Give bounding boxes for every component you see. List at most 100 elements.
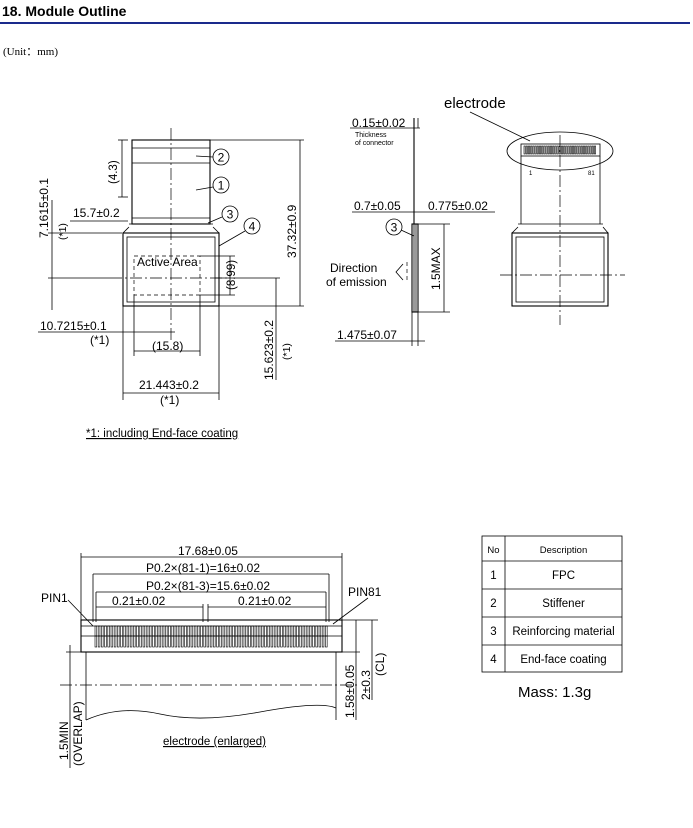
connector-pin	[315, 635, 318, 648]
connector-pin	[254, 625, 258, 637]
table-row-desc: End-face coating	[520, 654, 606, 666]
connector-pin	[152, 625, 155, 637]
connector-pin	[117, 625, 120, 637]
electrode-view: 17.68±0.05 P0.2×(81-1)=16±0.02 P0.2×(81-…	[41, 544, 387, 768]
connector-pin	[206, 625, 210, 637]
connector-pin	[556, 145, 559, 155]
connector-pin	[171, 635, 174, 648]
connector-pin	[583, 145, 585, 155]
connector-pin	[152, 635, 155, 648]
connector-pin	[97, 625, 101, 637]
connector-pin	[241, 635, 245, 648]
overlap-label: (OVERLAP)	[71, 701, 85, 766]
direction-label-1: Direction	[330, 261, 377, 275]
connector-pin	[222, 625, 226, 637]
connector-pin	[203, 625, 206, 637]
connector-pin	[142, 635, 146, 648]
connector-pin	[235, 625, 238, 637]
dim-0-7: 0.7±0.05	[354, 199, 401, 213]
connector-pin	[168, 625, 171, 637]
connector-pin	[534, 145, 537, 155]
thickness-label-1: Thickness	[355, 132, 387, 139]
connector-pin	[232, 635, 235, 648]
back-pin-81: 81	[588, 171, 595, 177]
connector-pin	[219, 635, 222, 648]
connector-pin	[554, 145, 557, 155]
connector-pin	[591, 145, 594, 155]
dim-15-623-note: (*1)	[281, 343, 293, 360]
dim-4-3: (4.3)	[108, 160, 120, 184]
connector-pin	[225, 635, 229, 648]
connector-pin	[569, 145, 572, 155]
mass-label: Mass: 1.3g	[518, 684, 591, 701]
table-row-desc: Stiffener	[542, 598, 585, 610]
connector-pin	[280, 625, 283, 637]
connector-pin	[200, 625, 203, 637]
connector-pin	[289, 635, 293, 648]
connector-pin	[229, 635, 232, 648]
connector-pin	[104, 625, 107, 637]
dim-1-58: 1.58±0.05	[343, 664, 357, 718]
dim-10-7215: 10.7215±0.1	[40, 319, 107, 333]
connector-pin	[273, 635, 277, 648]
connector-pin	[113, 635, 117, 648]
dim-7-1615: 7.1615±0.1	[37, 178, 51, 238]
table-row-no: 4	[490, 654, 497, 666]
connector-pin	[270, 625, 274, 637]
connector-pin	[209, 635, 213, 648]
connector-pin	[594, 145, 596, 155]
connector-pin	[110, 635, 114, 648]
dim-8-99: (8.99)	[226, 260, 238, 290]
connector-pin	[181, 635, 184, 648]
connector-pin	[107, 635, 110, 648]
connector-pin	[126, 635, 130, 648]
connector-pin	[155, 625, 158, 637]
connector-pin	[251, 635, 254, 648]
connector-pin	[177, 625, 181, 637]
connector-pin	[216, 635, 219, 648]
connector-pin	[133, 625, 136, 637]
dim-1-5max: 1.5MAX	[429, 247, 443, 290]
connector-pin	[245, 635, 248, 648]
connector-pin	[305, 635, 309, 648]
dim-0-15: 0.15±0.02	[352, 116, 406, 130]
callout-3-label: 3	[227, 208, 234, 222]
dim-1-5min: 1.5MIN	[57, 721, 71, 760]
connector-pin	[94, 635, 98, 648]
connector-pin	[277, 635, 280, 648]
connector-pin	[171, 625, 174, 637]
connector-pin	[572, 145, 574, 155]
connector-pin	[190, 635, 194, 648]
connector-pin	[251, 625, 254, 637]
connector-pin	[104, 635, 107, 648]
dim-1-475: 1.475±0.07	[337, 328, 397, 342]
connector-pin	[289, 625, 293, 637]
connector-pin	[585, 145, 588, 155]
connector-pin	[283, 625, 286, 637]
connector-pin	[190, 625, 194, 637]
connector-pin	[536, 145, 539, 155]
connector-pin	[129, 635, 133, 648]
connector-pin	[312, 635, 315, 648]
front-view: 2 1 3 4 Active Area (4.3) 15.7±0.2 7.161…	[37, 128, 304, 440]
connector-pin	[318, 635, 322, 648]
dim-2-0-3: 2±0.3	[359, 670, 373, 700]
connector-pin	[161, 625, 165, 637]
connector-pin	[238, 625, 242, 637]
connector-pin	[126, 625, 130, 637]
connector-pin	[129, 625, 133, 637]
section-title: 18. Module Outline	[2, 3, 127, 19]
connector-pin	[578, 145, 581, 155]
connector-pin	[530, 145, 533, 155]
connector-pin	[580, 145, 583, 155]
connector-pin	[302, 635, 306, 648]
connector-pin	[222, 635, 226, 648]
connector-pin	[209, 625, 213, 637]
pin81-label: PIN81	[348, 585, 382, 599]
table-row-no: 3	[490, 626, 496, 638]
connector-pin	[232, 625, 235, 637]
connector-pin	[273, 625, 277, 637]
connector-pin	[563, 145, 566, 155]
connector-pin	[528, 145, 530, 155]
